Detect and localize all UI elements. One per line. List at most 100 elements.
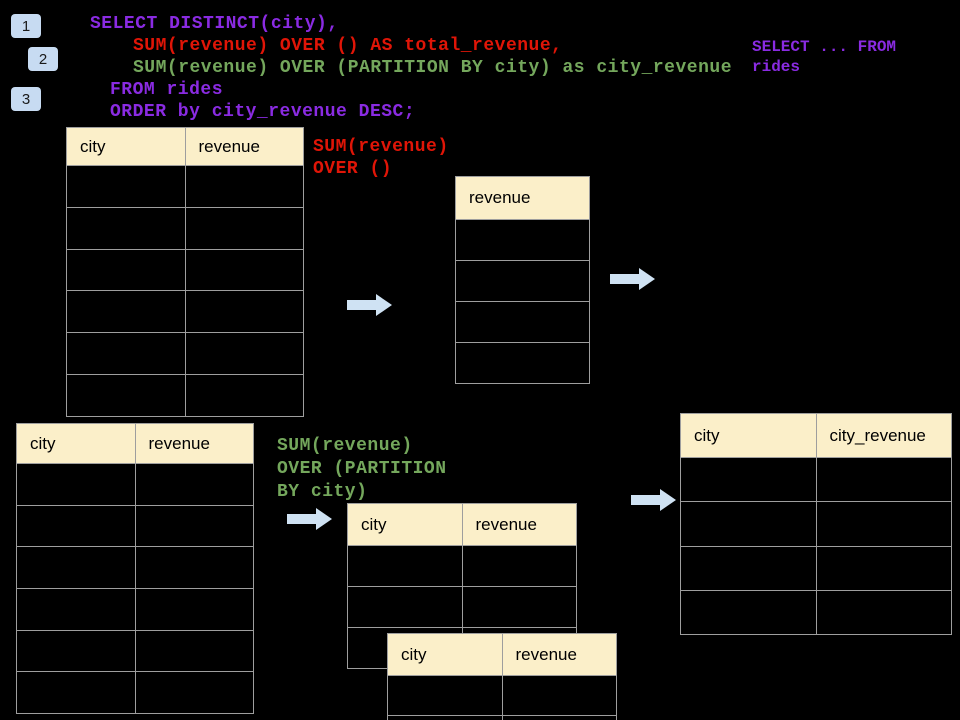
table-cell [461,545,577,587]
table-total-revenue-result: revenue [455,176,590,384]
table-row [455,301,590,343]
table-cell [66,373,186,417]
label-partition-line-2: OVER (PARTITION [277,459,447,479]
table-cell [134,463,254,506]
table-cell [455,219,590,261]
column-header-revenue: revenue [184,127,304,166]
table-cell [16,546,136,590]
table-row [66,165,304,208]
table-cell [347,545,463,587]
table-cell [184,290,304,334]
arrow-right-icon [631,489,676,511]
column-header-revenue: revenue [455,176,590,220]
column-header-revenue: revenue [501,633,617,676]
table-cell [680,545,817,591]
table-row [680,501,952,547]
table-cell [184,332,304,375]
side-note: SELECT ... FROM rides [752,37,896,77]
table-cell [66,206,186,250]
step-badge-1: 1 [11,14,41,38]
table-cell [16,629,136,673]
table-cell [184,165,304,208]
table-cell [815,589,952,636]
label-partition-line-1: SUM(revenue) [277,436,413,456]
column-header-revenue: revenue [134,423,254,464]
column-header-city: city [347,503,463,546]
table-cell [455,342,590,384]
table-cell [184,248,304,292]
column-header-city_revenue: city_revenue [815,413,952,458]
table-cell [134,629,254,673]
table-row [66,248,304,292]
table-cell [455,260,590,302]
table-header-row: revenue [455,176,590,220]
table-row [387,715,617,720]
table-cell [347,586,463,628]
table-row [347,545,577,587]
table-cell [387,675,503,716]
table-cell [134,504,254,548]
table-cell [815,545,952,591]
column-header-city: city [16,423,136,464]
arrow-right-icon [347,294,392,316]
table-row [16,504,254,548]
side-note-line-2: rides [752,58,801,76]
label-partition-line-3: BY city) [277,482,368,502]
label-total-line-2: OVER () [313,159,393,179]
table-row [66,290,304,334]
table-cell [680,589,817,636]
label-total-line-1: SUM(revenue) [313,137,449,157]
table-cell [16,588,136,631]
table-cell [66,248,186,292]
table-row [66,206,304,250]
column-header-city: city [66,127,186,166]
table-row [680,456,952,503]
table-cell [815,456,952,503]
label-sum-over-partition: SUM(revenue) OVER (PARTITION BY city) [277,435,447,504]
label-sum-over-total: SUM(revenue)OVER () [313,136,449,180]
table-cell [387,715,503,720]
step-badge-3: 3 [11,87,41,111]
table-row [66,332,304,375]
table-cell [501,675,617,716]
table-cell [455,301,590,343]
sql-line-order-by: ORDER by city_revenue DESC; [110,102,416,122]
arrow-right-icon [287,508,332,530]
table-row [16,588,254,631]
table-cell [680,501,817,547]
table-cell [184,206,304,250]
table-row [16,629,254,673]
column-header-city: city [387,633,503,676]
table-row [16,546,254,590]
sql-line-city-revenue: SUM(revenue) OVER (PARTITION BY city) as… [133,58,732,78]
table-cell [680,456,817,503]
column-header-revenue: revenue [461,503,577,546]
table-row [16,671,254,715]
table-row [455,342,590,384]
table-cell [501,715,617,720]
table-cell [16,504,136,548]
table-cell [66,332,186,375]
table-cell [66,290,186,334]
table-row [680,589,952,636]
table-row [347,586,577,628]
side-note-line-1: SELECT ... FROM [752,38,897,56]
table-cell [815,501,952,547]
step-badge-2: 2 [28,47,58,71]
table-row [16,463,254,506]
table-row [387,675,617,716]
table-cell [134,546,254,590]
table-row [455,219,590,261]
sql-line-select: SELECT DISTINCT(city), [90,14,339,34]
arrow-right-icon [610,268,655,290]
table-cell [134,588,254,631]
